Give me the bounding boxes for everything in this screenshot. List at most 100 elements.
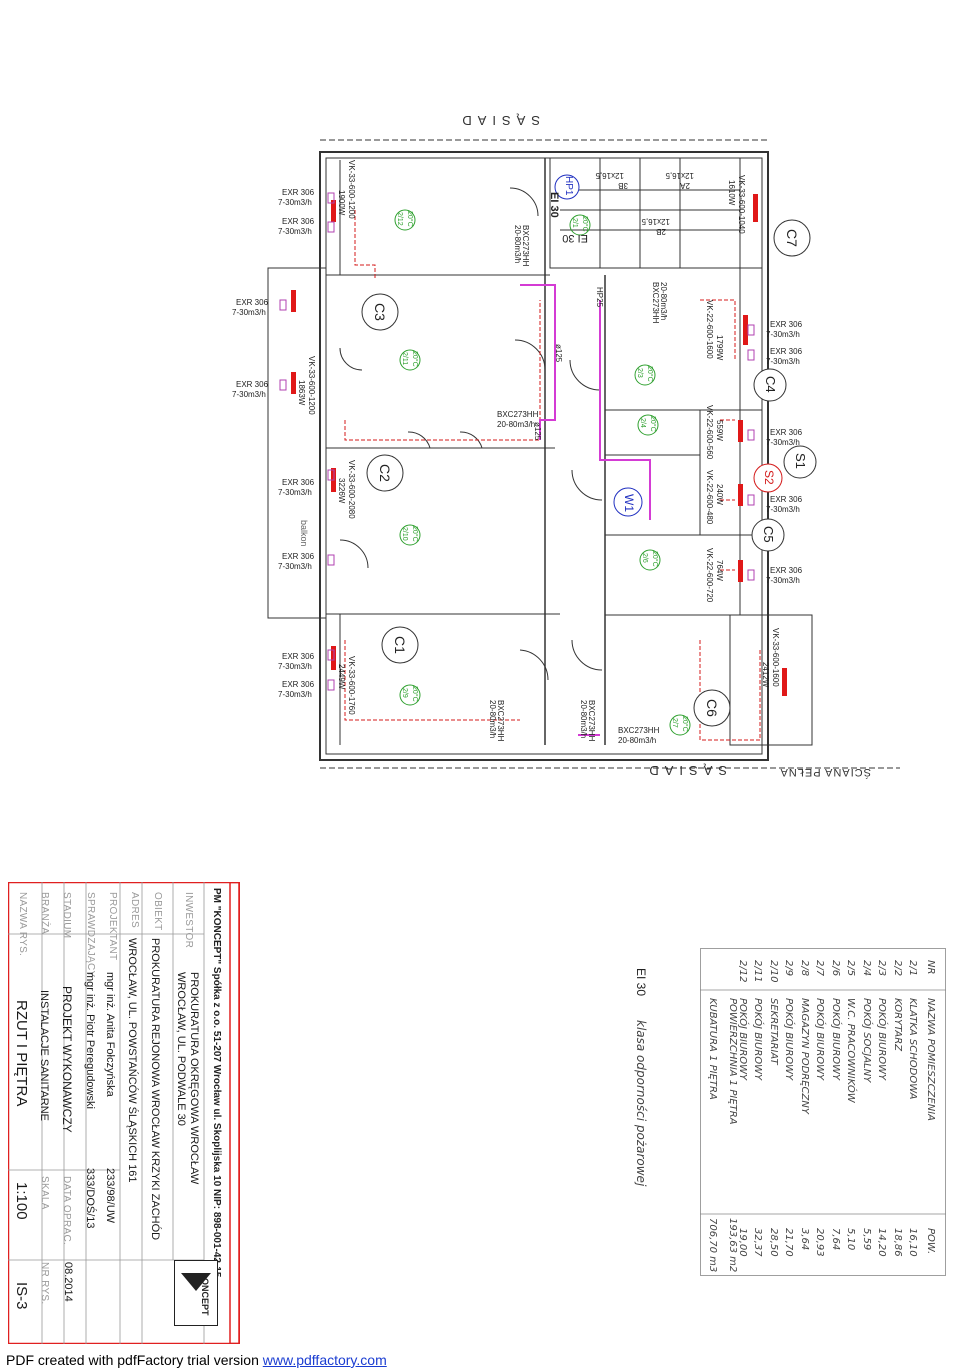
room-marker-s1 — [783, 445, 817, 479]
room-table-cell-nr: 2/4 — [860, 960, 872, 977]
room-table-header-nr: NR — [925, 960, 936, 975]
bxc-label: BXC273HH — [587, 700, 596, 742]
bxc-flow-horizontal: 20-80m3/h — [618, 736, 657, 745]
room-table-cell-name: KLATKA SCHODOWA — [907, 998, 918, 1100]
room-code: 2/9 — [401, 688, 408, 698]
room-table-total-value: 193,63 m2 — [727, 1218, 738, 1273]
room-code: 2/3 — [636, 368, 643, 378]
hp-marker — [554, 174, 580, 200]
bxc-flow: 20-80m3/h — [513, 225, 522, 264]
stair-label: 3B — [618, 181, 628, 190]
stage-label: STADIUM — [61, 892, 72, 939]
checker-licence: 333/DOŚ/13 — [84, 1168, 96, 1229]
heater-power: 764W — [715, 560, 724, 581]
stair-label: 2A — [680, 181, 690, 190]
company-line: PM "KONCEPT" Spółka z o.o. 51-207 Wrocła… — [211, 888, 222, 1278]
drawing-label: NAZWA RYS. — [17, 892, 28, 957]
heater-label: VK-33-600-2080 — [347, 460, 356, 519]
branch-label: BRANŻA — [39, 892, 50, 935]
temp-label: 20°C — [649, 416, 656, 432]
heater-label: VK-22-600-720 — [705, 548, 714, 603]
room-table-cell-nr: 2/1 — [907, 960, 918, 977]
room-table-cell-area: 18,86 — [891, 1228, 903, 1257]
exr-flow: 7-30m3/h — [278, 198, 312, 207]
room-id-c2: C2 — [377, 464, 393, 482]
bxc-flow: 20-80m3/h — [579, 700, 588, 739]
floor-plan — [267, 139, 900, 769]
exr-label: EXR 306 — [282, 478, 315, 487]
radiator — [291, 372, 296, 394]
room-table-cell-nr: 2/11 — [752, 960, 763, 983]
radiator — [738, 420, 743, 442]
room-id-w1: W1 — [622, 494, 636, 512]
room-table-cell-name: POKÓJ BIUROWY — [829, 998, 841, 1081]
date-label: DATA OPRAC. — [61, 1176, 72, 1246]
heater-power: 1799W — [715, 335, 724, 361]
address-value: WROCŁAW, UL. POWSTAŃCÓW ŚLĄSKICH 161 — [126, 938, 138, 1183]
checker-label: SPRAWDZAJĄCY — [85, 892, 96, 978]
room-table-cell-area: 5,59 — [860, 1228, 872, 1251]
room-table-cell-name: SEKRETARIAT — [767, 998, 779, 1065]
exr-flow: 7-30m3/h — [278, 690, 312, 699]
room-code: 2/6 — [641, 553, 648, 563]
heater-power: 240W — [715, 484, 724, 505]
radiator — [738, 484, 743, 506]
pdf-footer: PDF created with pdfFactory trial versio… — [0, 1352, 960, 1370]
exr-label: EXR 306 — [282, 188, 315, 197]
heater-power: 559W — [715, 420, 724, 441]
company-logo — [174, 1260, 218, 1326]
room-table-header-name: NAZWA POMIESZCZENIA — [925, 998, 936, 1121]
room-table-cell-area: 5,10 — [845, 1228, 856, 1251]
temp-label: 20°C — [411, 686, 418, 702]
radiator — [753, 194, 758, 222]
room-marker-c4 — [753, 368, 787, 402]
heater-label: VK-33-600-1600 — [771, 628, 780, 687]
bxc-label-horizontal: BXC273HH — [618, 726, 660, 735]
title-block-grid — [8, 882, 240, 1344]
heater-power: 2412W — [761, 662, 770, 688]
heater-label: VK-33-600-1760 — [347, 656, 356, 715]
scale-value: 1:100 — [13, 1182, 30, 1220]
exr-flow: 7-30m3/h — [278, 562, 312, 571]
heater-label: VK-33-600-1200 — [347, 160, 356, 219]
exr-label: EXR 306 — [282, 652, 315, 661]
room-table-cell-name: W.C. PRACOWNIKÓW — [845, 998, 856, 1103]
heater-label: VK-33-600-1200 — [307, 356, 316, 415]
fire-door-label-2: EI 30 — [562, 232, 588, 244]
logo-mark-icon — [181, 1273, 211, 1291]
room-marker-c5 — [751, 518, 785, 552]
exr-flow: 7-30m3/h — [766, 576, 800, 585]
footer-link[interactable]: www.pdffactory.com — [262, 1352, 387, 1368]
room-table-cell-nr: 2/12 — [736, 960, 748, 983]
address-label: ADRES — [129, 892, 140, 928]
date-value: 08.2014 — [62, 1262, 74, 1302]
number-label: NR RYS. — [39, 1262, 50, 1305]
heater-label: VK-33-600-1040 — [737, 175, 746, 234]
room-table-cell-area: 19,00 — [736, 1228, 748, 1257]
stage-value: PROJEKT WYKONAWCZY — [60, 986, 74, 1133]
staircase — [549, 157, 741, 269]
room-marker-c7 — [773, 219, 811, 257]
room-marker-c2 — [366, 454, 404, 492]
exr-label: EXR 306 — [770, 347, 803, 356]
radiator — [782, 668, 787, 696]
designer-licence: 233/98/UW — [104, 1168, 116, 1224]
exr-flow: 7-30m3/h — [232, 308, 266, 317]
exr-flow: 7-30m3/h — [278, 662, 312, 671]
solid-wall-label: ŚCIANA PEŁNA — [779, 766, 871, 778]
exr-flow: 7-30m3/h — [766, 438, 800, 447]
room-table-cell-nr: 2/5 — [845, 960, 856, 977]
room-table-cell-area: 16,10 — [907, 1228, 918, 1257]
room-table-cell-name: MAGAZYN PODRĘCZNY — [798, 998, 810, 1114]
room-table-cell-nr: 2/6 — [829, 960, 841, 977]
radiator — [738, 560, 743, 582]
branch-value: INSTALACJE SANITARNE — [38, 990, 50, 1122]
temp-label: 20°C — [651, 551, 658, 567]
exr-label: EXR 306 — [282, 552, 315, 561]
investor-line-2: WROCŁAW, UL. PODWALE 30 — [175, 972, 187, 1126]
object-label: OBIEKT — [152, 892, 163, 931]
hp25-label: HP25 — [595, 287, 604, 308]
bxc-label: BXC273HH — [521, 225, 530, 267]
room-table-total-label: POWIERZCHNIA 1 PIĘTRA — [727, 998, 738, 1125]
room-marker-w1 — [613, 487, 643, 517]
